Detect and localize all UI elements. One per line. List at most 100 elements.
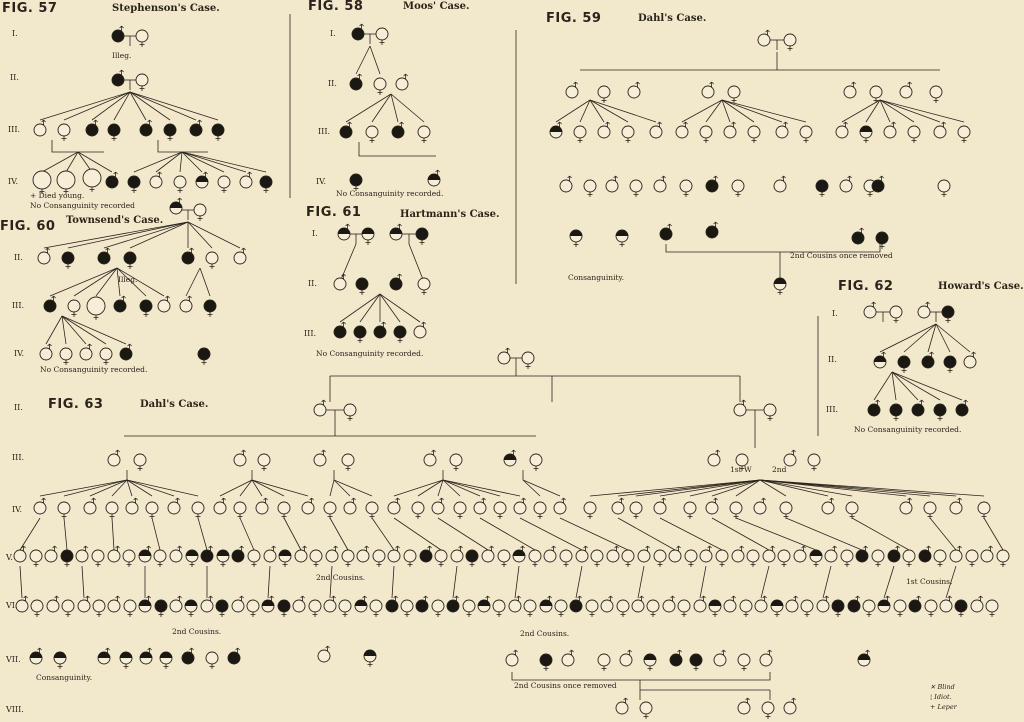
pedigree-line bbox=[358, 142, 436, 157]
male-sign bbox=[723, 649, 726, 653]
half-fill bbox=[878, 600, 890, 606]
male-symbol bbox=[356, 549, 370, 563]
descent-line bbox=[129, 91, 147, 121]
female-symbol bbox=[523, 599, 537, 613]
male-sign bbox=[47, 247, 50, 251]
male-symbol bbox=[723, 125, 737, 139]
male-sign bbox=[364, 595, 367, 599]
half-fill bbox=[355, 600, 367, 606]
female-symbol bbox=[585, 599, 599, 613]
male-symbol bbox=[179, 299, 193, 313]
fig63-first-w: 1st W bbox=[730, 465, 752, 474]
male-sign bbox=[563, 497, 566, 501]
male-symbol bbox=[200, 599, 214, 613]
female-symbol bbox=[554, 599, 568, 613]
male-sign bbox=[403, 73, 406, 77]
male-sign bbox=[321, 449, 324, 453]
male-symbol bbox=[481, 549, 495, 563]
male-sign bbox=[405, 73, 408, 77]
male-symbol bbox=[239, 175, 253, 189]
female-symbol bbox=[462, 599, 476, 613]
descent-line bbox=[267, 565, 271, 599]
male-sign bbox=[711, 81, 714, 85]
descent-line bbox=[116, 267, 121, 297]
male-sign bbox=[765, 29, 768, 33]
female-symbol bbox=[122, 549, 136, 563]
male-sign bbox=[53, 295, 56, 299]
half-fill bbox=[139, 600, 151, 606]
female-symbol bbox=[127, 175, 141, 189]
male-sign bbox=[613, 175, 616, 179]
fig57-gen-IV: IV. bbox=[8, 177, 19, 186]
male-sign bbox=[785, 121, 788, 125]
half-fill bbox=[120, 652, 132, 658]
descent-line bbox=[371, 93, 392, 123]
male-symbol bbox=[867, 403, 881, 417]
male-sign bbox=[713, 175, 716, 179]
descent-line bbox=[251, 479, 285, 497]
male-symbol bbox=[213, 501, 227, 515]
male-sign bbox=[300, 595, 303, 599]
female-symbol bbox=[653, 549, 667, 563]
male-sign bbox=[772, 545, 775, 549]
female-symbol bbox=[29, 549, 43, 563]
descent-line bbox=[929, 517, 957, 551]
male-symbol bbox=[317, 649, 331, 663]
male-sign bbox=[824, 595, 827, 599]
descent-line bbox=[721, 99, 807, 123]
male-sign bbox=[399, 121, 402, 125]
male-symbol bbox=[33, 123, 47, 137]
male-symbol bbox=[669, 653, 683, 667]
male-sign bbox=[345, 223, 348, 227]
female-symbol bbox=[417, 125, 431, 139]
male-sign bbox=[663, 175, 666, 179]
male-symbol bbox=[569, 599, 583, 613]
male-sign bbox=[927, 301, 930, 305]
male-symbol bbox=[46, 599, 60, 613]
female-symbol bbox=[105, 501, 119, 515]
male-sign bbox=[359, 23, 362, 27]
male-sign bbox=[483, 497, 486, 501]
male-sign bbox=[567, 175, 570, 179]
pedigree-line bbox=[339, 243, 357, 283]
legend-leper-label: Leper bbox=[937, 703, 957, 711]
descent-line bbox=[239, 479, 253, 497]
male-sign bbox=[85, 595, 88, 599]
female-symbol bbox=[365, 125, 379, 139]
male-sign bbox=[399, 223, 402, 227]
male-symbol bbox=[181, 251, 195, 265]
male-symbol bbox=[600, 599, 614, 613]
descent-line bbox=[63, 517, 68, 551]
descent-line bbox=[891, 371, 963, 401]
descent-line bbox=[359, 293, 381, 323]
male-symbol bbox=[111, 73, 125, 87]
descent-line bbox=[760, 565, 770, 599]
male-sign bbox=[117, 449, 120, 453]
male-sign bbox=[739, 545, 742, 549]
male-sign bbox=[87, 595, 90, 599]
female-symbol bbox=[493, 501, 507, 515]
descent-line bbox=[133, 151, 183, 173]
male-sign bbox=[435, 169, 438, 173]
male-sign bbox=[851, 81, 854, 85]
female-symbol bbox=[369, 599, 383, 613]
fig61-gen-II: II. bbox=[308, 279, 317, 288]
male-symbol bbox=[731, 549, 745, 563]
male-sign bbox=[577, 595, 580, 599]
female-symbol bbox=[205, 651, 219, 665]
male-sign bbox=[957, 545, 960, 549]
descent-line bbox=[19, 517, 41, 551]
fig57-illeg: Illeg. bbox=[112, 51, 132, 60]
female-symbol bbox=[492, 599, 506, 613]
male-symbol bbox=[899, 85, 913, 99]
male-symbol bbox=[637, 549, 651, 563]
male-sign bbox=[569, 649, 572, 653]
descent-line bbox=[95, 267, 118, 297]
descent-line bbox=[390, 93, 425, 123]
descent-line bbox=[442, 479, 521, 497]
descent-line bbox=[181, 151, 247, 173]
male-symbol bbox=[513, 501, 527, 515]
male-sign bbox=[677, 649, 680, 653]
pedigree-line bbox=[665, 244, 881, 253]
male-symbol bbox=[450, 549, 464, 563]
